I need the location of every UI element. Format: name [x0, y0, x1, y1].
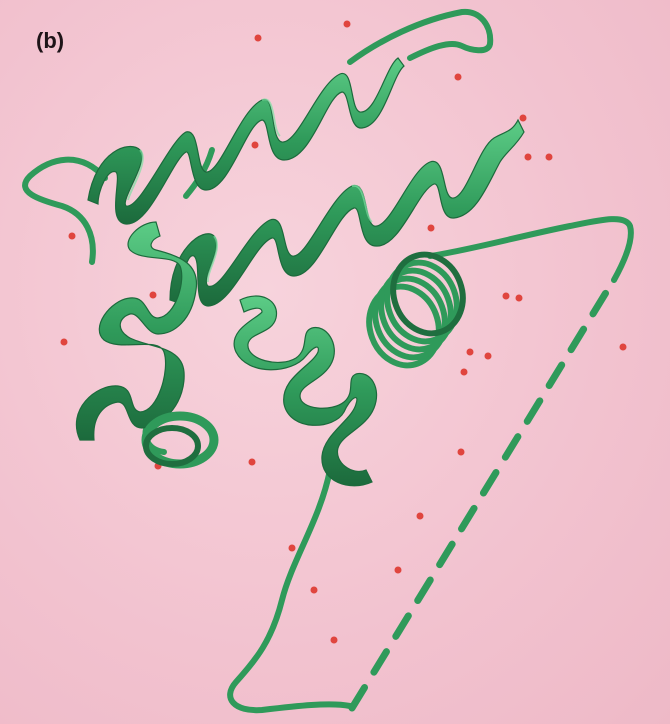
water-molecule-icon: [395, 567, 402, 574]
water-molecule-icon: [289, 545, 296, 552]
water-molecule-icon: [503, 293, 510, 300]
water-molecule-icon: [620, 344, 627, 351]
water-molecule-icon: [417, 513, 424, 520]
water-molecule-icon: [61, 339, 68, 346]
water-molecule-icon: [255, 35, 262, 42]
water-molecule-icon: [467, 349, 474, 356]
water-molecule-icon: [485, 353, 492, 360]
water-molecule-icon: [150, 292, 157, 299]
panel-label: (b): [36, 28, 64, 54]
water-molecule-icon: [525, 154, 532, 161]
water-molecule-icon: [520, 115, 527, 122]
alpha-helix-right-spiral: [358, 245, 473, 375]
alpha-helix-lower-left: [146, 416, 214, 464]
water-molecule-icon: [249, 459, 256, 466]
water-molecule-icon: [546, 154, 553, 161]
water-molecule-icon: [311, 587, 318, 594]
water-molecule-icon: [344, 21, 351, 28]
water-molecule-icon: [428, 225, 435, 232]
alpha-helix-center: [234, 296, 376, 486]
water-molecule-icon: [461, 369, 468, 376]
water-molecule-icon: [331, 637, 338, 644]
water-molecule-icon: [516, 295, 523, 302]
alpha-helix-middle: [170, 120, 524, 306]
water-molecule-icon: [69, 233, 76, 240]
water-molecule-icon: [455, 74, 462, 81]
water-molecule-icon: [252, 142, 259, 149]
water-molecules: [61, 21, 627, 644]
water-molecule-icon: [458, 449, 465, 456]
